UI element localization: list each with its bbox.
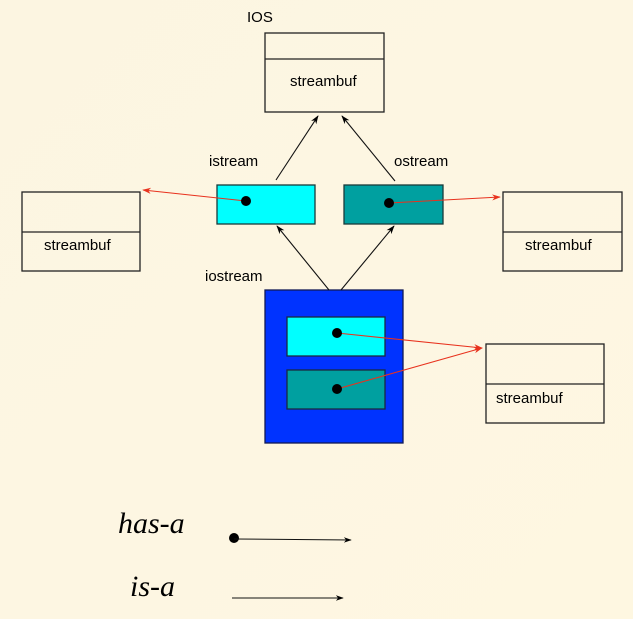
iostream-box [264,289,404,444]
has-a-dots [241,196,394,394]
ostream-has-streambuf-arrow [388,194,501,204]
iostream-istream-has-streambuf-arrow [336,332,483,351]
is-a-edges [275,115,396,291]
iostream-to-ostream-arrow [340,225,395,291]
iostream-ostream-dot [332,384,342,394]
ios-box [264,32,385,113]
legend: has-a is-a [118,507,352,603]
legend-has-a-label: has-a [118,507,185,540]
iostream-istream-dot [332,328,342,338]
istream-node: istream [209,153,316,225]
ostream-dot [384,198,394,208]
has-a-edges [142,187,501,390]
streambuf-right-node: streambuf [502,191,623,272]
iostream-label: iostream [205,268,263,285]
legend-is-a-label: is-a [130,570,175,603]
legend-has-a-dot [229,533,239,543]
streambuf-left-node: streambuf [21,191,141,272]
ostream-label: ostream [394,153,448,170]
streambuf-left-label: streambuf [44,237,112,254]
istream-has-streambuf-arrow [142,187,247,202]
streambuf-bottom-node: streambuf [485,343,605,424]
iostream-to-istream-arrow [276,225,330,291]
ios-label: IOS [247,9,273,26]
istream-label: istream [209,153,258,170]
istream-box [216,184,316,225]
ostream-node: ostream [343,153,448,225]
istream-to-ios-arrow [275,115,319,181]
iostream-node: iostream [205,268,404,444]
streambuf-right-label: streambuf [525,237,593,254]
iostream-ostream-has-streambuf-arrow [336,347,483,390]
ostream-to-ios-arrow [341,115,396,182]
ios-node: IOS streambuf [247,9,385,113]
ios-streambuf-label: streambuf [290,73,358,90]
legend-has-a-arrow [233,537,352,543]
istream-dot [241,196,251,206]
streambuf-bottom-label: streambuf [496,390,564,407]
